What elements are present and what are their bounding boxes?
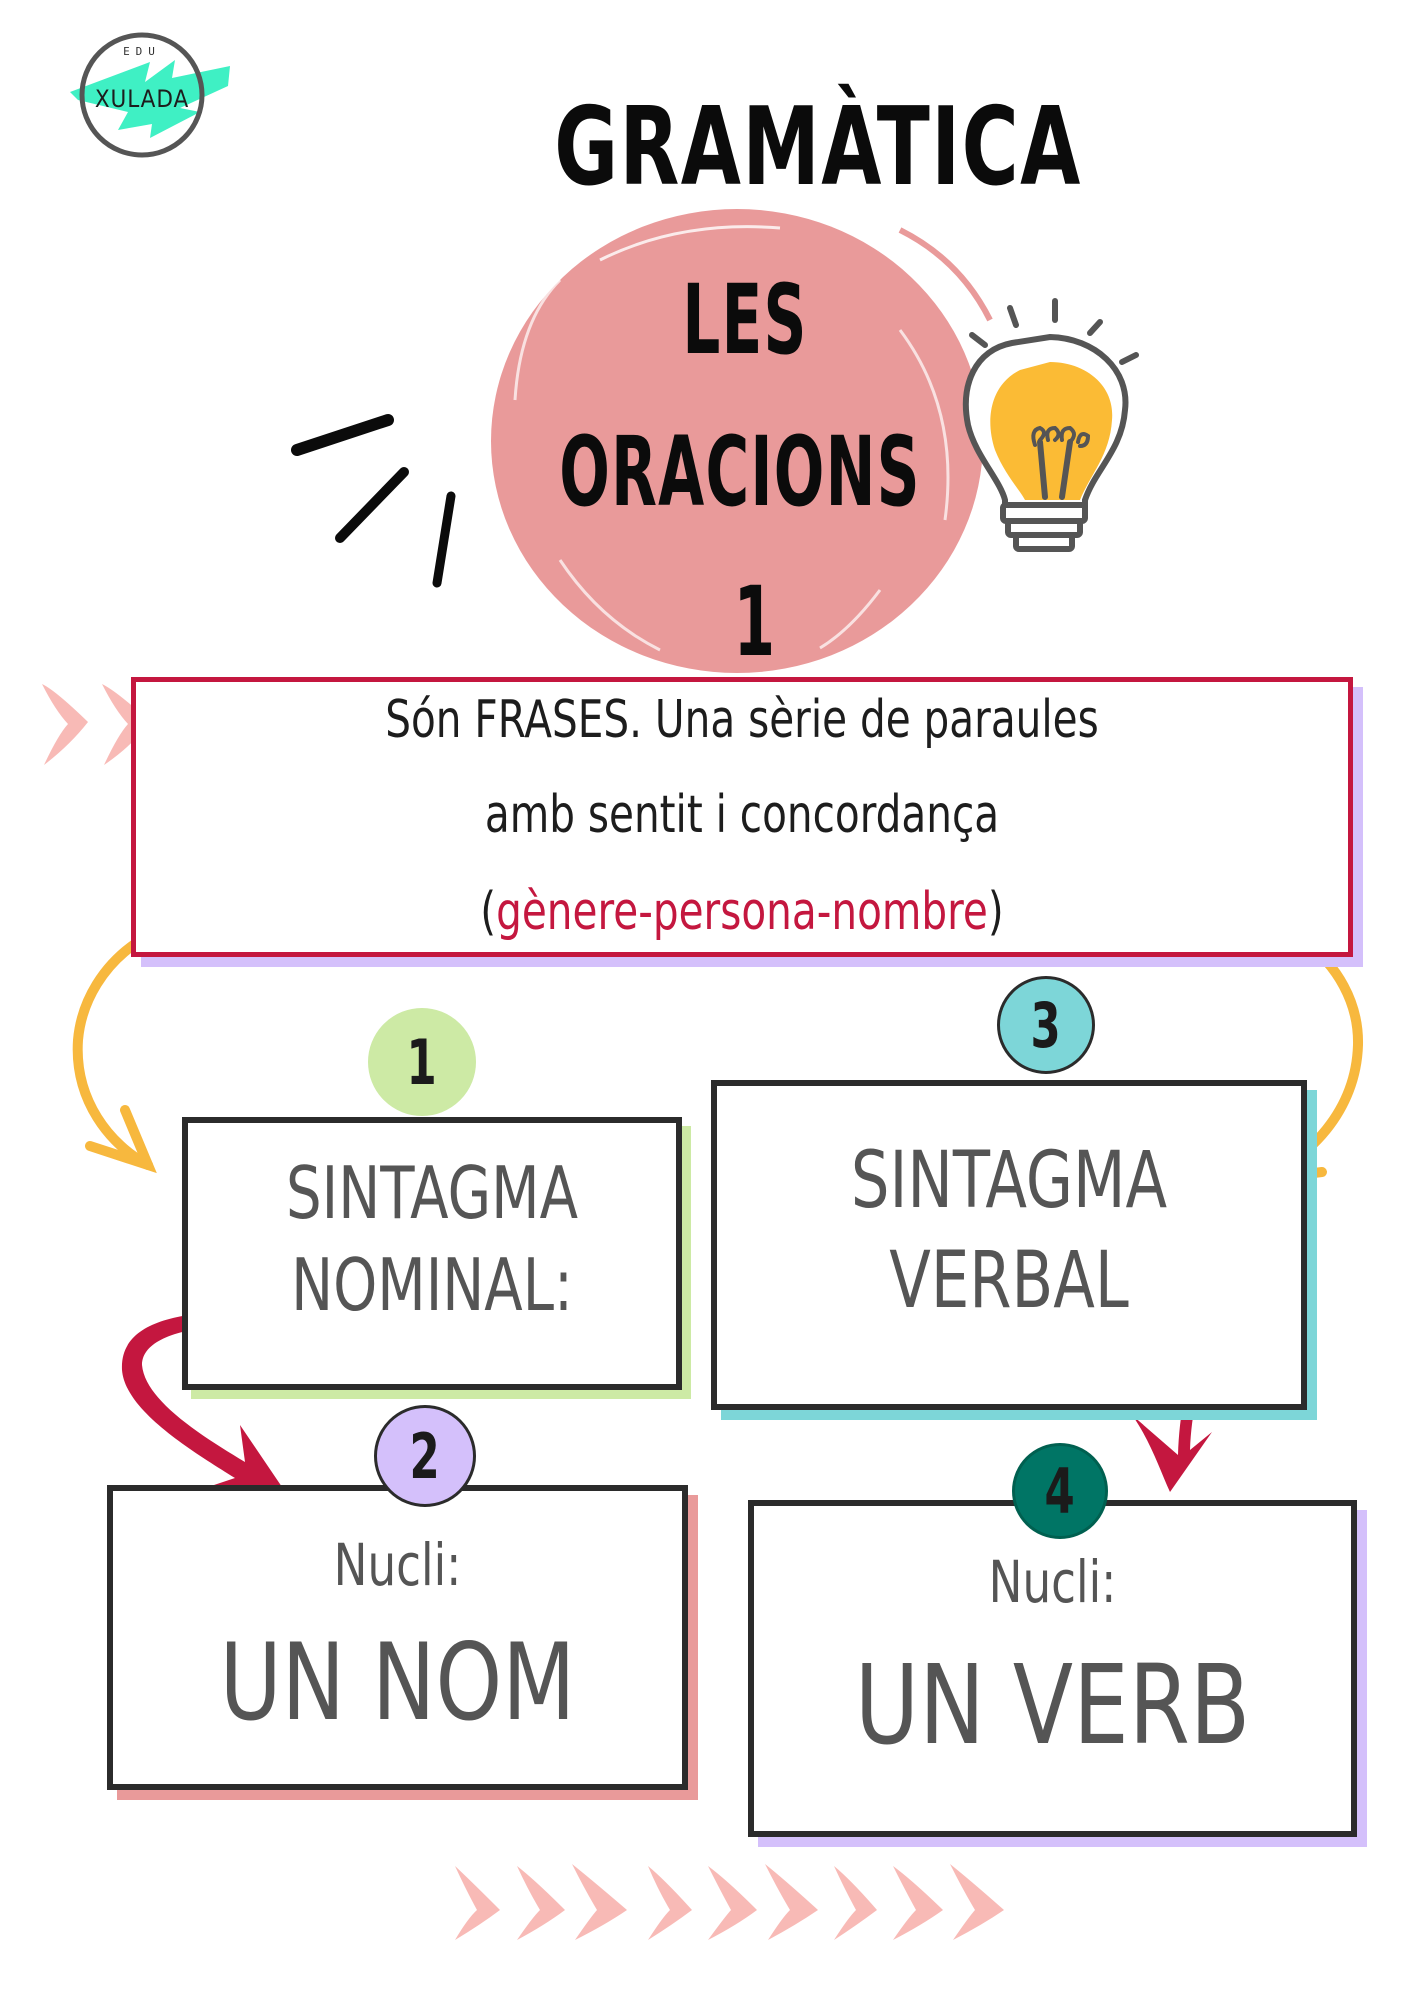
paren-close: ) xyxy=(987,882,1004,942)
card-noun-nucleus-value: UN NOM xyxy=(219,1621,576,1744)
red-arrow-left-icon xyxy=(121,1312,282,1493)
logo: EDU XULADA xyxy=(82,35,202,155)
card-verb-nucleus: Nucli: UN VERB xyxy=(748,1500,1357,1837)
lightbulb-icon xyxy=(962,298,1139,552)
card-verb-nucleus-value: UN VERB xyxy=(854,1641,1251,1769)
logo-top-text: EDU xyxy=(123,45,161,58)
definition-line-2: amb sentit i concordança xyxy=(484,785,1000,845)
card-verb-phrase: SINTAGMA VERBAL xyxy=(711,1080,1307,1410)
logo-brand-text: XULADA xyxy=(94,85,190,113)
accent-strokes-icon xyxy=(291,414,456,588)
card-verb-phrase-line-2: VERBAL xyxy=(889,1236,1129,1326)
topic-line-number: 1 xyxy=(733,566,777,678)
topic-line-les: LES xyxy=(682,264,808,376)
card-verb-phrase-line-1: SINTAGMA xyxy=(850,1136,1168,1226)
topic-blob-icon xyxy=(491,209,993,673)
card-noun-nucleus-label: Nucli: xyxy=(333,1531,462,1599)
page-title: GRAMÀTICA xyxy=(554,85,1082,210)
definition-line-1: Són FRASES. Una sèrie de paraules xyxy=(385,690,1099,750)
topic-line-oracions: ORACIONS xyxy=(559,416,921,528)
card-noun-phrase-line-2: NOMINAL: xyxy=(291,1243,573,1327)
badge-number-1: 1 xyxy=(368,1008,476,1116)
badge-number-4-text: 4 xyxy=(1044,1454,1076,1528)
paren-open: ( xyxy=(480,882,497,942)
card-noun-phrase-line-1: SINTAGMA xyxy=(286,1151,578,1235)
card-noun-phrase: SINTAGMA NOMINAL: xyxy=(182,1117,682,1390)
bottom-chevrons-icon xyxy=(455,1864,1004,1940)
agreement-terms: gènere-persona-nombre xyxy=(496,882,988,942)
badge-number-2: 2 xyxy=(374,1405,476,1507)
badge-number-3: 3 xyxy=(997,976,1095,1074)
logo-icon xyxy=(70,32,230,158)
definition-line-3: (gènere-persona-nombre) xyxy=(269,882,1214,942)
badge-number-3-text: 3 xyxy=(1030,988,1062,1062)
badge-number-2-text: 2 xyxy=(409,1419,441,1493)
definition-box: Són FRASES. Una sèrie de paraules amb se… xyxy=(131,677,1353,957)
card-noun-nucleus: Nucli: UN NOM xyxy=(107,1485,688,1790)
badge-number-1-text: 1 xyxy=(406,1025,438,1099)
card-verb-nucleus-label: Nucli: xyxy=(988,1548,1117,1616)
badge-number-4: 4 xyxy=(1012,1443,1108,1539)
